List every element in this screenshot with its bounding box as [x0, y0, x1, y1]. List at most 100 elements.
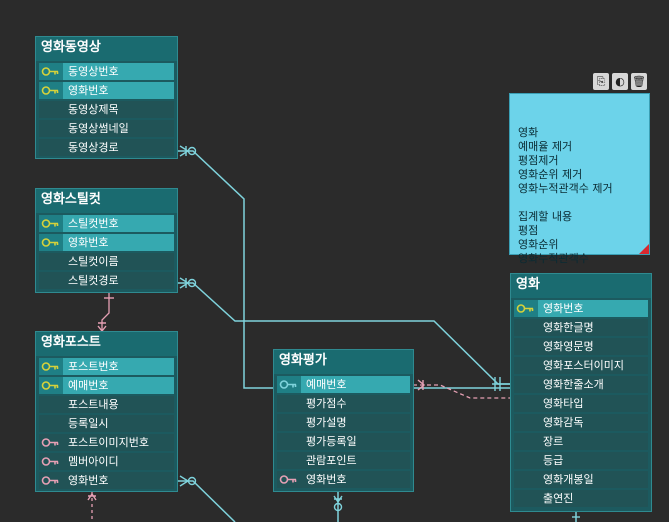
memo-note[interactable]: 영화 예매율 제거 평점제거 영화순위 제거 영화누적관객수 제거 집계할 내용…	[509, 93, 650, 265]
primary-key-icon	[41, 219, 59, 228]
entity-columns: 동영상번호 영화번호 동영상제목 동영상썸네일 동영상경로	[36, 61, 177, 160]
column-name: 영화번호	[306, 473, 347, 486]
palette-icon[interactable]: ◐	[612, 73, 628, 90]
entity-movie-post[interactable]: 영화포스트 포스트번호 예매번호 포스트내용 등록일시 포스트이미지번호 멤버아…	[35, 331, 178, 492]
foreign-key-icon	[41, 438, 59, 447]
primary-key-icon	[516, 304, 534, 313]
column-row[interactable]: 동영상썸네일	[39, 120, 174, 137]
column-row[interactable]: 평가점수	[277, 395, 410, 412]
column-row[interactable]: 영화번호	[39, 472, 174, 489]
column-name: 영화영문명	[543, 340, 594, 353]
entity-columns: 스틸컷번호 영화번호 스틸컷이름 스틸컷경로	[36, 213, 177, 293]
column-row[interactable]: 멤버아이디	[39, 453, 174, 470]
column-name: 평가설명	[306, 416, 347, 429]
column-row[interactable]: 동영상제목	[39, 101, 174, 118]
foreign-key-icon	[41, 457, 59, 466]
column-name: 스틸컷이름	[68, 255, 119, 268]
column-row[interactable]: 영화한글명	[514, 319, 648, 336]
column-name: 영화번호	[68, 474, 109, 487]
entity-movie-review[interactable]: 영화평가 예매번호 평가점수 평가설명 평가등록일 관람포인트 영화번호	[273, 349, 414, 492]
column-row[interactable]: 영화번호	[39, 82, 174, 99]
column-name: 장르	[543, 435, 564, 448]
column-name: 평가점수	[306, 397, 347, 410]
primary-key-icon	[41, 362, 59, 371]
entity-movie-video[interactable]: 영화동영상 동영상번호 영화번호 동영상제목 동영상썸네일 동영상경로	[35, 36, 178, 159]
column-row[interactable]: 등급	[514, 452, 648, 469]
memo-resize-handle[interactable]	[639, 244, 649, 254]
column-row[interactable]: 포스트내용	[39, 396, 174, 413]
column-row[interactable]: 동영상번호	[39, 63, 174, 80]
column-name: 포스트내용	[68, 398, 119, 411]
column-row[interactable]: 동영상경로	[39, 139, 174, 156]
column-name: 동영상경로	[68, 141, 119, 154]
column-row[interactable]: 영화번호	[277, 471, 410, 488]
column-row[interactable]: 포스트번호	[39, 358, 174, 375]
column-row[interactable]: 예매번호	[39, 377, 174, 394]
cardinality-markers	[87, 145, 580, 518]
column-name: 영화한줄소개	[543, 378, 604, 391]
relation-stillcut-post	[101, 293, 110, 332]
column-row[interactable]: 평가등록일	[277, 433, 410, 450]
primary-key-icon	[41, 67, 59, 76]
entity-title: 영화	[511, 274, 651, 298]
column-name: 영화한글명	[543, 321, 594, 334]
column-name: 등급	[543, 454, 564, 467]
column-name: 출연진	[543, 492, 574, 505]
column-row[interactable]: 스틸컷경로	[39, 272, 174, 289]
column-row[interactable]: 영화감독	[514, 414, 648, 431]
column-name: 관람포인트	[306, 454, 357, 467]
column-row[interactable]: 평가설명	[277, 414, 410, 431]
column-name: 포스트번호	[68, 360, 119, 373]
column-row[interactable]: 관람포인트	[277, 452, 410, 469]
column-name: 영화번호	[68, 84, 109, 97]
column-name: 등록일시	[68, 417, 109, 430]
entity-title: 영화동영상	[36, 37, 177, 61]
column-row[interactable]: 포스트이미지번호	[39, 434, 174, 451]
entity-columns: 예매번호 평가점수 평가설명 평가등록일 관람포인트 영화번호	[274, 374, 413, 492]
column-name: 예매번호	[68, 379, 109, 392]
relation-review-movie	[413, 384, 510, 399]
foreign-key-icon	[41, 476, 59, 485]
entity-columns: 포스트번호 예매번호 포스트내용 등록일시 포스트이미지번호 멤버아이디 영화번…	[36, 356, 177, 493]
column-name: 동영상썸네일	[68, 122, 129, 135]
column-name: 영화번호	[68, 236, 109, 249]
column-name: 멤버아이디	[68, 455, 119, 468]
column-name: 영화감독	[543, 416, 584, 429]
column-name: 동영상번호	[68, 65, 119, 78]
memo-text: 영화 예매율 제거 평점제거 영화순위 제거 영화누적관객수 제거 집계할 내용…	[518, 126, 613, 265]
foreign-key-icon	[279, 475, 297, 484]
entity-title: 영화평가	[274, 350, 413, 374]
column-name: 스틸컷번호	[68, 217, 119, 230]
column-row[interactable]: 스틸컷이름	[39, 253, 174, 270]
trash-icon[interactable]: 🗑	[631, 73, 647, 90]
column-name: 동영상제목	[68, 103, 119, 116]
entity-columns: 영화번호 영화한글명 영화영문명 영화포스터이미지 영화한줄소개 영화타입 영화…	[511, 298, 651, 511]
column-row[interactable]: 영화포스터이미지	[514, 357, 648, 374]
relation-post-right	[178, 480, 236, 522]
entity-movie-stillcut[interactable]: 영화스틸컷 스틸컷번호 영화번호 스틸컷이름 스틸컷경로	[35, 188, 178, 293]
column-name: 영화포스터이미지	[543, 359, 624, 372]
column-row[interactable]: 영화번호	[39, 234, 174, 251]
column-row[interactable]: 영화영문명	[514, 338, 648, 355]
column-row[interactable]: 영화한줄소개	[514, 376, 648, 393]
column-name: 영화타입	[543, 397, 584, 410]
column-row[interactable]: 영화타입	[514, 395, 648, 412]
primary-key-icon	[41, 381, 59, 390]
copy-icon[interactable]: ⎘	[593, 73, 609, 90]
column-row[interactable]: 출연진	[514, 490, 648, 507]
column-row[interactable]: 등록일시	[39, 415, 174, 432]
primary-key-icon	[41, 86, 59, 95]
entity-title: 영화스틸컷	[36, 189, 177, 213]
column-row[interactable]: 장르	[514, 433, 648, 450]
column-row[interactable]: 영화개봉일	[514, 471, 648, 488]
entity-title: 영화포스트	[36, 332, 177, 356]
column-row[interactable]: 스틸컷번호	[39, 215, 174, 232]
column-name: 평가등록일	[306, 435, 357, 448]
column-name: 스틸컷경로	[68, 274, 119, 287]
column-name: 예매번호	[306, 378, 347, 391]
entity-movie[interactable]: 영화 영화번호 영화한글명 영화영문명 영화포스터이미지 영화한줄소개 영화타입…	[510, 273, 652, 512]
column-name: 영화개봉일	[543, 473, 594, 486]
column-row[interactable]: 영화번호	[514, 300, 648, 317]
column-row[interactable]: 예매번호	[277, 376, 410, 393]
column-name: 영화번호	[543, 302, 584, 315]
